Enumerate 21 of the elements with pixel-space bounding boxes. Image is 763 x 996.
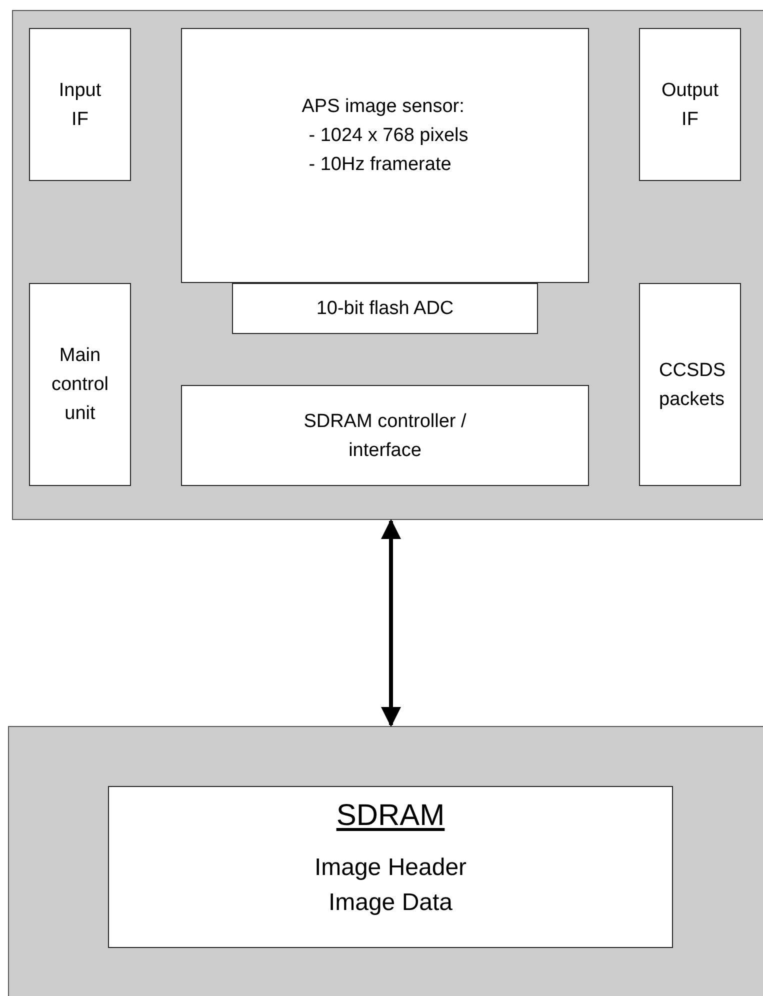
block-label: 10-bit flash ADC <box>316 297 454 321</box>
spec-item: - 1024 x 768 pixels <box>308 124 468 148</box>
block-box <box>181 385 589 486</box>
block-label: SDRAM controller / interface <box>302 410 468 462</box>
block-box <box>29 283 131 486</box>
block-box <box>639 28 741 181</box>
block-box <box>29 28 131 181</box>
double-arrow <box>381 519 401 727</box>
block-label: Input IF <box>58 78 102 132</box>
block-box <box>639 283 741 486</box>
block-label: Output IF <box>660 78 720 132</box>
spec-item: - 10Hz framerate <box>308 153 452 177</box>
block-box <box>232 283 538 334</box>
panel-background <box>12 10 763 520</box>
memory-title: SDRAM <box>336 798 445 834</box>
block-title: APS image sensor: <box>302 95 464 119</box>
sensor-box <box>181 28 589 283</box>
panel-background <box>8 726 763 996</box>
memory-box <box>108 786 673 948</box>
block-label: Main control unit <box>50 344 110 426</box>
memory-contents: Image Header Image Data <box>313 853 468 918</box>
